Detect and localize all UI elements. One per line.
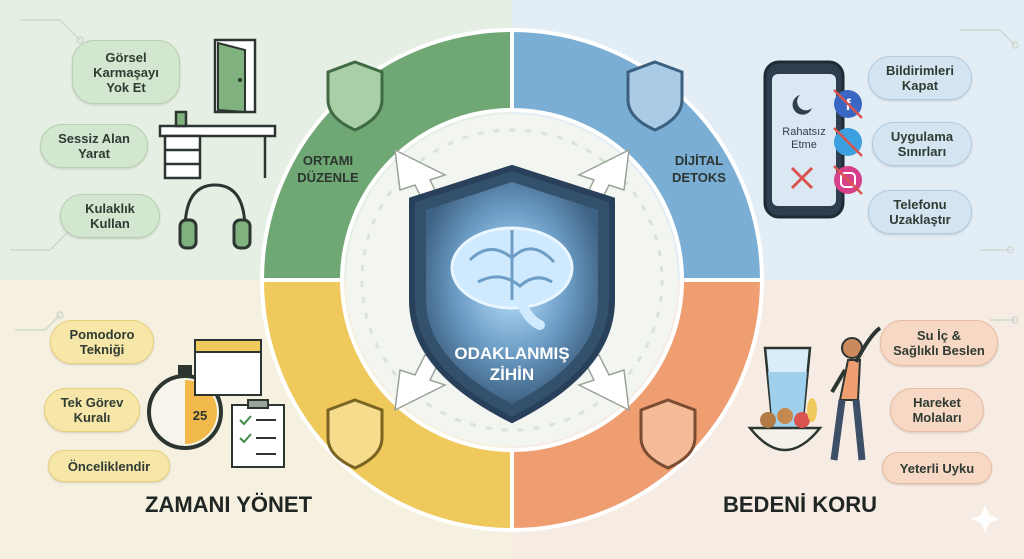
sparkle-icon	[971, 505, 999, 533]
inner-flow-ring	[360, 128, 664, 432]
ring-segment-yellow	[259, 278, 514, 533]
phone-dnd-text: Rahatsız Etme	[782, 126, 826, 151]
timer-value: 25	[193, 408, 207, 423]
stretching-person-icon	[830, 326, 882, 461]
tip-sleep: Yeterli Uyku	[882, 452, 992, 484]
shield-icon	[326, 398, 384, 470]
tip-app-limits: Uygulama Sınırları	[872, 122, 972, 166]
brain-icon	[450, 226, 574, 330]
tip-pomodoro: Pomodoro Tekniği	[50, 320, 154, 364]
door-icon	[213, 38, 257, 114]
quadrant-digital-title: DİJİTAL DETOKS	[672, 153, 726, 185]
tip-prioritize: Önceliklendir	[48, 450, 170, 482]
tip-single-task: Tek Görev Kuralı	[44, 388, 140, 432]
food-bowl-icon	[747, 398, 823, 452]
desk-icon	[158, 110, 277, 180]
tip-phone-away: Telefonu Uzaklaştır	[868, 190, 972, 234]
shield-icon	[639, 398, 697, 470]
tip-visual-clutter: Görsel Karmaşayı Yok Et	[72, 40, 180, 104]
social-app-icons: f	[833, 89, 863, 195]
headphones-icon	[178, 183, 252, 250]
ring-segment-blue	[510, 27, 765, 282]
ring-segment-orange	[510, 278, 765, 533]
quadrant-environment-title: ORTAMI DÜZENLE	[297, 153, 359, 185]
calendar-icon	[194, 339, 262, 396]
circuit-decoration	[10, 19, 1019, 331]
shield-icon	[626, 60, 684, 132]
tip-headphones: Kulaklık Kullan	[60, 194, 160, 238]
quadrant-time-title: ZAMANI YÖNET	[145, 492, 313, 517]
tip-notifications: Bildirimleri Kapat	[868, 56, 972, 100]
checklist-icon	[231, 399, 285, 468]
tip-water-food: Su İç & Sağlıklı Beslen	[880, 320, 998, 366]
tip-movement-breaks: Hareket Molaları	[890, 388, 984, 432]
quadrant-body-title: BEDENİ KORU	[723, 492, 878, 517]
ring-segment-green	[259, 27, 514, 282]
shield-icon	[326, 60, 384, 132]
center-label: ODAKLANMIŞ ZİHİN	[454, 344, 570, 384]
tip-quiet-space: Sessiz Alan Yarat	[40, 124, 148, 168]
